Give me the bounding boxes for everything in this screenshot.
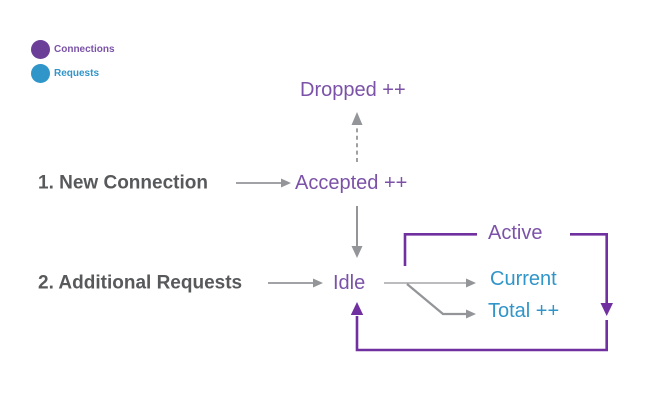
- arrow-step1-to-accepted: [236, 178, 291, 188]
- legend-label-requests: Requests: [54, 67, 100, 79]
- node-total: Total ++: [488, 300, 560, 322]
- node-idle: Idle: [333, 272, 366, 294]
- arrow-accepted-to-dropped: [351, 112, 363, 162]
- node-current: Current: [490, 268, 557, 290]
- loop-idle-active: [350, 233, 613, 352]
- legend-item-requests: Requests: [31, 61, 115, 85]
- node-dropped: Dropped ++: [300, 79, 406, 101]
- node-accepted: Accepted ++: [295, 172, 408, 194]
- arrow-step2-to-idle: [268, 278, 323, 288]
- legend-label-connections: Connections: [54, 43, 115, 55]
- legend: Connections Requests: [31, 37, 115, 85]
- arrow-idle-to-total: [406, 283, 476, 319]
- requests-dot-icon: [31, 63, 50, 83]
- step-1-label: 1. New Connection: [38, 172, 208, 194]
- connections-dot-icon: [31, 39, 50, 59]
- arrow-accepted-to-idle: [351, 206, 363, 258]
- arrow-idle-to-current: [384, 278, 476, 288]
- node-active: Active: [488, 222, 543, 244]
- step-2-label: 2. Additional Requests: [38, 272, 243, 294]
- legend-item-connections: Connections: [31, 37, 115, 61]
